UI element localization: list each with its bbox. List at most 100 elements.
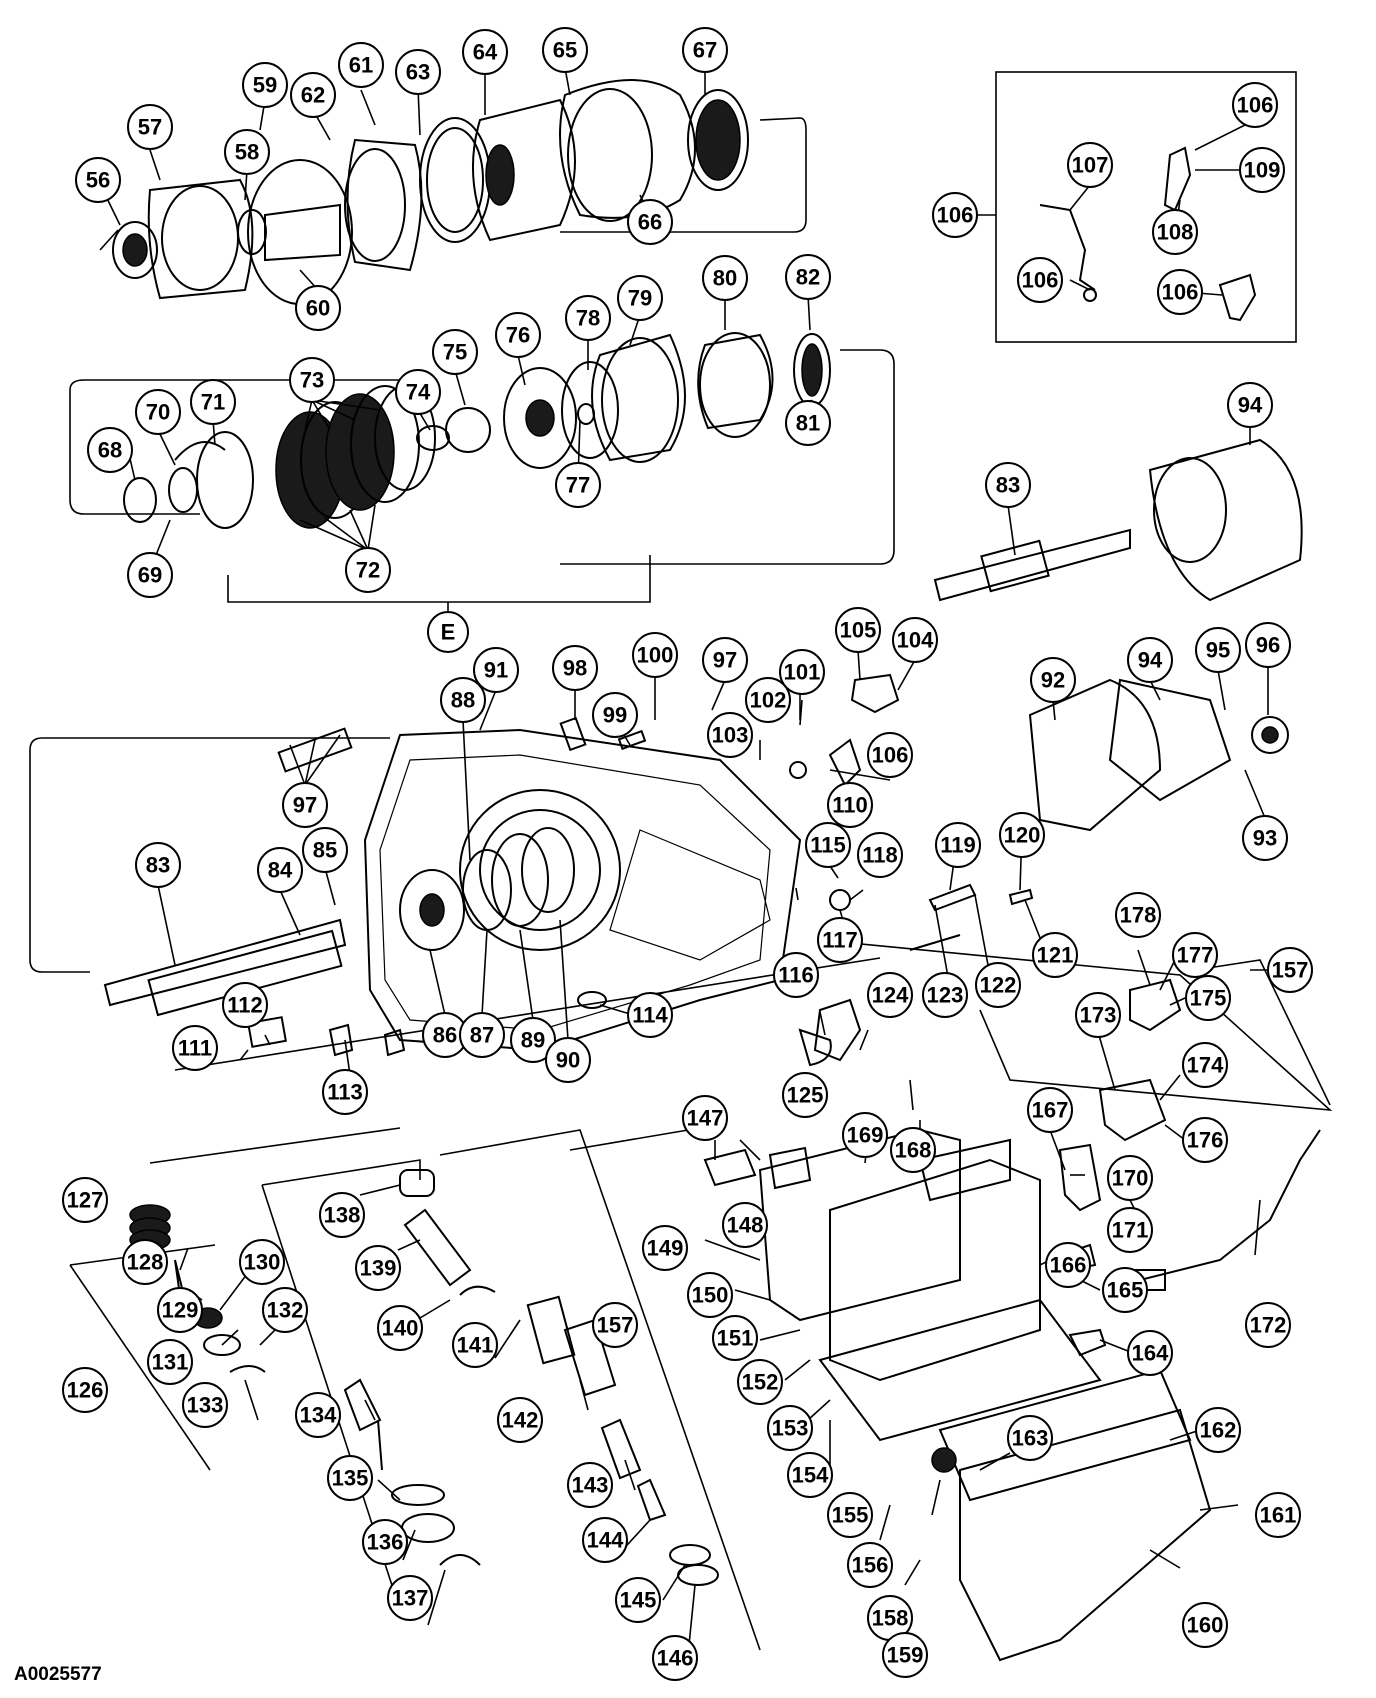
svg-text:165: 165 — [1107, 1278, 1144, 1303]
callout-120: 120 — [999, 812, 1045, 858]
svg-text:106: 106 — [1162, 280, 1199, 305]
svg-text:154: 154 — [792, 1463, 829, 1488]
callout-60: 60 — [295, 285, 341, 331]
svg-text:116: 116 — [778, 963, 814, 988]
svg-text:94: 94 — [1238, 393, 1263, 418]
callout-84: 84 — [257, 847, 303, 893]
callout-112: 112 — [222, 982, 268, 1028]
callout-99: 99 — [592, 692, 638, 738]
svg-text:161: 161 — [1260, 1503, 1297, 1528]
svg-text:57: 57 — [138, 115, 162, 140]
svg-text:133: 133 — [187, 1393, 224, 1418]
svg-text:152: 152 — [742, 1370, 779, 1395]
callout-146: 146 — [652, 1635, 698, 1681]
svg-text:169: 169 — [847, 1123, 884, 1148]
callout-135: 135 — [327, 1455, 373, 1501]
callout-171: 171 — [1107, 1207, 1153, 1253]
svg-text:60: 60 — [306, 296, 330, 321]
callout-109: 109 — [1239, 147, 1285, 193]
callout-97-left: 97 — [282, 782, 328, 828]
callout-69: 69 — [127, 552, 173, 598]
svg-text:122: 122 — [980, 973, 1017, 998]
callout-122: 122 — [975, 962, 1021, 1008]
svg-text:160: 160 — [1187, 1613, 1224, 1638]
callout-138: 138 — [319, 1192, 365, 1238]
svg-text:132: 132 — [267, 1298, 304, 1323]
callout-71: 71 — [190, 379, 236, 425]
callout-82: 82 — [785, 254, 831, 300]
svg-text:103: 103 — [712, 723, 749, 748]
svg-text:143: 143 — [572, 1473, 609, 1498]
callout-73: 73 — [289, 357, 335, 403]
svg-text:168: 168 — [895, 1138, 932, 1163]
svg-text:135: 135 — [332, 1466, 369, 1491]
svg-text:138: 138 — [324, 1203, 361, 1228]
svg-text:178: 178 — [1120, 903, 1157, 928]
callout-142: 142 — [497, 1397, 543, 1443]
svg-text:106: 106 — [1237, 93, 1274, 118]
callout-80: 80 — [702, 255, 748, 301]
callout-111: 111 — [172, 1025, 218, 1071]
callout-94-upper: 94 — [1227, 382, 1273, 428]
callout-123: 123 — [922, 972, 968, 1018]
svg-text:124: 124 — [872, 983, 909, 1008]
callout-118: 118 — [857, 832, 903, 878]
svg-text:99: 99 — [603, 703, 627, 728]
callout-110: 110 — [827, 782, 873, 828]
svg-text:107: 107 — [1072, 153, 1109, 178]
callout-141: 141 — [452, 1322, 498, 1368]
svg-text:79: 79 — [628, 286, 652, 311]
svg-text:62: 62 — [301, 83, 325, 108]
svg-text:61: 61 — [349, 53, 373, 78]
callout-134: 134 — [295, 1392, 341, 1438]
callout-127: 127 — [62, 1177, 108, 1223]
svg-text:56: 56 — [86, 168, 110, 193]
svg-text:69: 69 — [138, 563, 162, 588]
svg-text:59: 59 — [253, 73, 277, 98]
callout-64: 64 — [462, 29, 508, 75]
svg-text:90: 90 — [556, 1048, 580, 1073]
callout-103: 103 — [707, 712, 753, 758]
callout-148: 148 — [722, 1202, 768, 1248]
svg-text:106: 106 — [1022, 268, 1059, 293]
svg-text:166: 166 — [1050, 1253, 1087, 1278]
svg-text:77: 77 — [566, 473, 590, 498]
callout-117: 117 — [817, 917, 863, 963]
svg-text:146: 146 — [657, 1646, 694, 1671]
svg-text:115: 115 — [810, 833, 846, 858]
svg-text:104: 104 — [897, 628, 934, 653]
svg-text:148: 148 — [727, 1213, 764, 1238]
callout-151: 151 — [712, 1315, 758, 1361]
callout-126: 126 — [62, 1367, 108, 1413]
svg-text:111: 111 — [178, 1036, 212, 1061]
group-label-e: E — [427, 611, 469, 653]
callout-137: 137 — [387, 1575, 433, 1621]
svg-text:106: 106 — [872, 743, 909, 768]
callout-66: 66 — [627, 199, 673, 245]
svg-text:92: 92 — [1041, 668, 1065, 693]
svg-text:171: 171 — [1112, 1218, 1149, 1243]
callout-129: 129 — [157, 1287, 203, 1333]
callout-106-inset-mid: 106 — [1017, 257, 1063, 303]
callout-169: 169 — [842, 1112, 888, 1158]
callout-149: 149 — [642, 1225, 688, 1271]
svg-text:95: 95 — [1206, 638, 1230, 663]
svg-text:126: 126 — [67, 1378, 104, 1403]
svg-text:58: 58 — [235, 140, 259, 165]
part-shapes — [103, 79, 1321, 1662]
callout-172: 172 — [1245, 1302, 1291, 1348]
svg-text:153: 153 — [772, 1416, 809, 1441]
svg-text:139: 139 — [360, 1256, 397, 1281]
callout-121: 121 — [1032, 932, 1078, 978]
svg-text:94: 94 — [1138, 648, 1163, 673]
svg-text:65: 65 — [553, 38, 577, 63]
callout-139: 139 — [355, 1245, 401, 1291]
svg-text:98: 98 — [563, 656, 587, 681]
callout-125: 125 — [782, 1072, 828, 1118]
svg-text:89: 89 — [521, 1028, 545, 1053]
svg-text:119: 119 — [940, 833, 976, 858]
callout-61: 61 — [338, 42, 384, 88]
callout-74: 74 — [395, 369, 441, 415]
svg-text:113: 113 — [327, 1080, 363, 1105]
callout-106-inset-top: 106 — [1232, 82, 1278, 128]
